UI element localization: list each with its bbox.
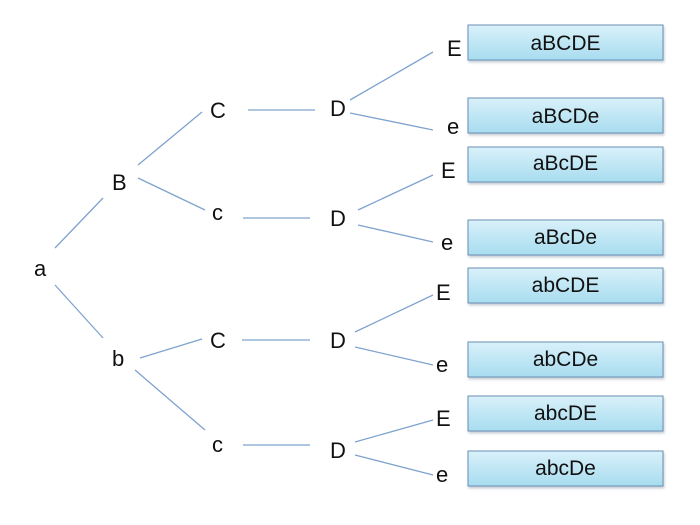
edge-B-c: [137, 177, 206, 211]
outcome-label: abcDe: [535, 457, 596, 480]
outcome-label: aBcDE: [533, 152, 598, 175]
node-bC: C: [210, 328, 226, 353]
edge-B-C: [137, 111, 203, 166]
node-BCDe: e: [447, 114, 459, 139]
edge-b-c: [134, 369, 206, 431]
tree-edges: [54, 51, 434, 476]
edge-D2-E: [357, 174, 434, 211]
edge-D4-E: [354, 419, 434, 443]
outcome-label: aBcDe: [534, 226, 597, 249]
outcome-label: aBCDe: [532, 105, 600, 128]
outcome-label: aBCDE: [530, 32, 600, 55]
outcome-box: abcDe: [467, 450, 664, 487]
node-BCD: D: [330, 96, 346, 121]
edge-D3-e: [354, 346, 434, 366]
node-BcD: D: [330, 206, 346, 231]
node-BCDE: E: [447, 36, 462, 61]
edge-D3-E: [354, 294, 434, 333]
node-a: a: [34, 256, 47, 281]
outcome-box: abCDe: [467, 341, 664, 378]
node-bcDE: E: [436, 406, 451, 431]
tree-nodes: a B b C c C c D D D D E e E e E e E e: [34, 36, 462, 487]
outcome-box: aBcDe: [467, 219, 664, 256]
outcome-box: aBcDE: [467, 146, 664, 183]
edge-D4-e: [354, 454, 434, 476]
outcome-label: abcDE: [534, 402, 597, 425]
node-bCDE: E: [436, 280, 451, 305]
outcome-label: abCDe: [533, 348, 598, 371]
node-BcDE: E: [441, 158, 456, 183]
node-bc: c: [212, 432, 223, 457]
node-b: b: [112, 346, 124, 371]
node-BcDe: e: [441, 230, 453, 255]
edge-a-b: [54, 284, 104, 339]
outcome-box: aBCDe: [467, 97, 664, 134]
edge-b-C: [139, 338, 203, 359]
node-bcDe: e: [436, 462, 448, 487]
outcome-box: abcDE: [467, 395, 664, 432]
outcome-box: aBCDE: [467, 24, 664, 61]
node-Bc: c: [212, 200, 223, 225]
node-bCDe: e: [436, 352, 448, 377]
node-BC: C: [210, 98, 226, 123]
edge-D1-E: [349, 51, 434, 101]
node-bcD: D: [330, 438, 346, 463]
outcome-box: abCDE: [467, 267, 664, 304]
outcome-label: abCDE: [532, 274, 600, 297]
node-bCD: D: [330, 328, 346, 353]
edge-D2-e: [357, 224, 434, 243]
outcome-boxes: aBCDE aBCDe aBcDE aBcDe abCDE abCDe abcD…: [467, 24, 664, 487]
edge-a-B: [54, 197, 104, 249]
edge-D1-e: [349, 112, 434, 131]
node-B: B: [112, 170, 127, 195]
